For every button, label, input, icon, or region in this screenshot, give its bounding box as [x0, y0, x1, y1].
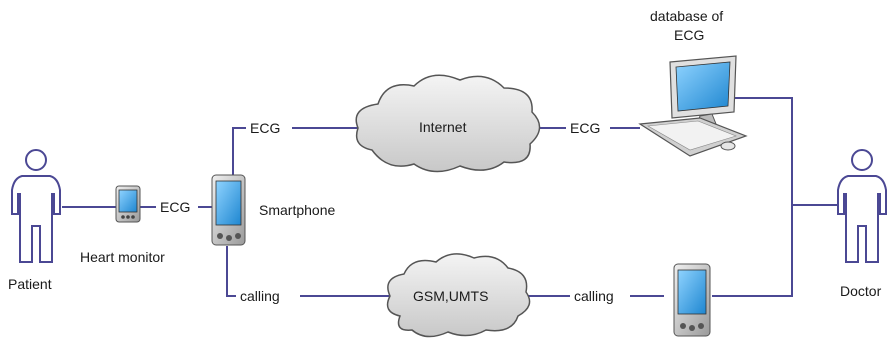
database-label-line2: ECG	[674, 27, 704, 43]
gsm-label: GSM,UMTS	[413, 288, 488, 304]
edge-label-ecg-2: ECG	[250, 120, 280, 136]
heart-monitor-icon	[115, 185, 141, 223]
doctor-icon	[837, 149, 887, 263]
internet-label: Internet	[419, 119, 467, 135]
database-computer-icon	[638, 55, 748, 157]
internet-cloud-icon	[355, 74, 541, 173]
edge-label-ecg-3: ECG	[570, 120, 600, 136]
heart-monitor-label: Heart monitor	[80, 249, 165, 265]
edge-label-calling-1: calling	[240, 288, 280, 304]
edge-label-calling-2: calling	[574, 288, 614, 304]
wire-phone-up	[232, 127, 246, 178]
gsm-cloud-icon	[386, 253, 531, 338]
edge-label-ecg-1: ECG	[160, 199, 190, 215]
connection-lines	[62, 97, 842, 297]
doctor-label: Doctor	[840, 283, 882, 299]
smartphone-icon	[211, 174, 246, 246]
patient-icon	[11, 149, 61, 263]
doctor-phone-icon	[673, 263, 711, 337]
wire-phone-down	[226, 246, 236, 297]
smartphone-label: Smartphone	[259, 202, 335, 218]
wire-doctor-bus	[712, 97, 793, 297]
patient-label: Patient	[8, 276, 52, 292]
database-label-line1: database of	[650, 8, 723, 24]
